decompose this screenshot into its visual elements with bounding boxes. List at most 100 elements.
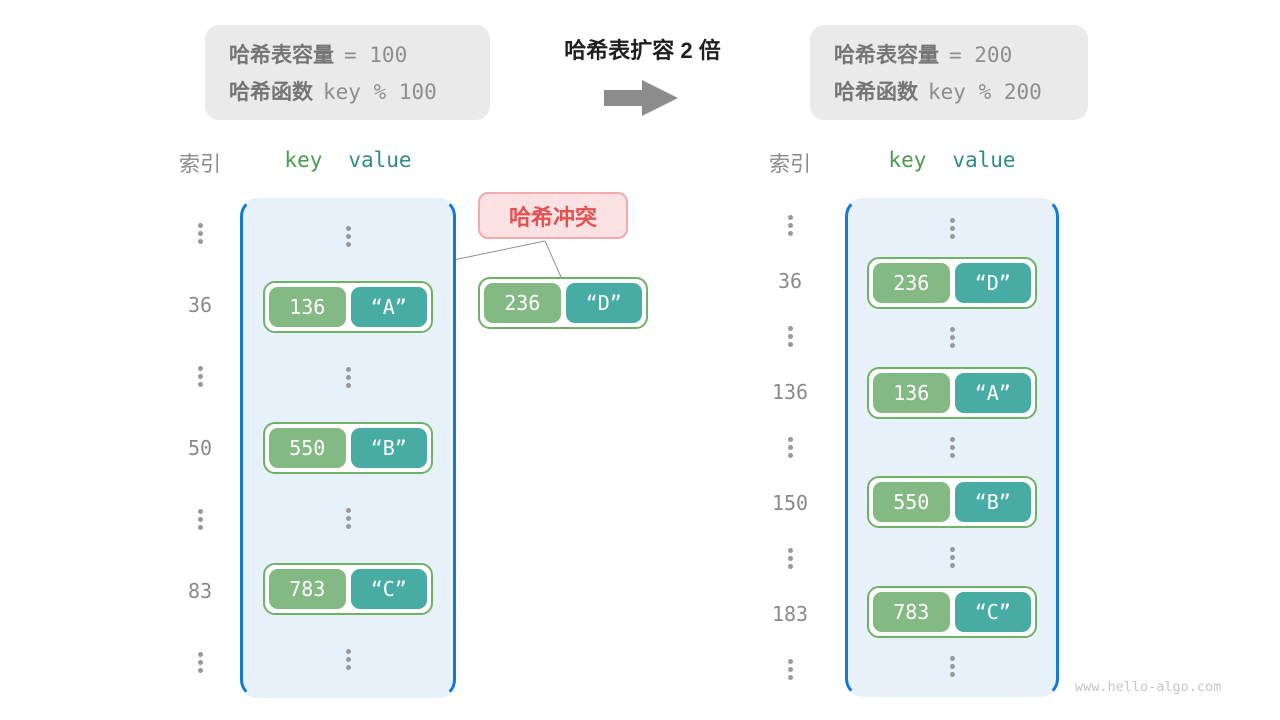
- key-value-pair: 136“A”: [867, 366, 1037, 419]
- pair-value: “C”: [350, 569, 427, 610]
- capacity-value: = 100: [344, 43, 408, 67]
- index-row: [758, 642, 822, 697]
- value-header: value: [348, 148, 412, 172]
- table-row: [848, 311, 1056, 366]
- key-value-pair: 550“B”: [867, 476, 1037, 529]
- pair-value: “D”: [565, 283, 642, 323]
- hash-fn-value: key % 100: [323, 80, 437, 104]
- vertical-ellipsis-icon: [949, 217, 955, 239]
- pair-value: “B”: [954, 482, 1031, 523]
- key-header: key: [888, 148, 927, 172]
- pair-key: 236: [873, 263, 950, 304]
- table-row: 550“B”: [848, 475, 1056, 530]
- vertical-ellipsis-icon: [197, 651, 203, 673]
- index-label: 36: [187, 293, 213, 318]
- hash-fn-label: 哈希函数: [834, 81, 918, 104]
- pair-key: 783: [269, 569, 346, 610]
- index-header-right: 索引: [769, 153, 811, 176]
- table-row: 550“B”: [243, 413, 453, 484]
- vertical-ellipsis-icon: [787, 326, 793, 348]
- vertical-ellipsis-icon: [197, 366, 203, 388]
- expand-title: 哈希表扩容 2 倍: [564, 38, 721, 63]
- table-row: [243, 201, 453, 272]
- index-row: [168, 198, 232, 269]
- table-row: 236“D”: [848, 256, 1056, 311]
- capacity-label: 哈希表容量: [229, 44, 334, 67]
- table-row: [243, 624, 453, 695]
- pair-value: “B”: [350, 428, 427, 469]
- capacity-line: 哈希表容量 = 100: [229, 39, 490, 69]
- index-label: 83: [187, 578, 213, 603]
- right-arrow-icon: [604, 80, 678, 116]
- hash-fn-label: 哈希函数: [229, 81, 313, 104]
- pair-key: 236: [484, 283, 561, 323]
- capacity-label: 哈希表容量: [834, 44, 939, 67]
- vertical-ellipsis-icon: [787, 547, 793, 569]
- index-row: 150: [758, 475, 822, 530]
- pair-key: 550: [873, 482, 950, 523]
- index-label: 183: [771, 601, 809, 626]
- table-row: 136“A”: [848, 365, 1056, 420]
- index-row: 36: [758, 253, 822, 308]
- index-row: [758, 309, 822, 364]
- table-row: [848, 530, 1056, 585]
- kv-header-left: key value: [240, 148, 456, 172]
- pair-key: 136: [873, 372, 950, 413]
- table-row: [848, 420, 1056, 475]
- hash-fn-value: key % 200: [928, 80, 1042, 104]
- index-label: 136: [771, 380, 809, 405]
- index-row: [168, 627, 232, 698]
- index-row: 136: [758, 364, 822, 419]
- key-header: key: [284, 148, 323, 172]
- pair-value: “C”: [954, 591, 1031, 632]
- hash-table-left: 136“A” 550“B” 783“C”: [240, 198, 456, 698]
- pair-key: 783: [873, 591, 950, 632]
- key-value-pair: 136“A”: [263, 280, 433, 333]
- vertical-ellipsis-icon: [787, 215, 793, 237]
- capacity-line: 哈希表容量 = 200: [834, 39, 1088, 69]
- capacity-value: = 200: [949, 43, 1013, 67]
- table-row: 783“C”: [848, 584, 1056, 639]
- vertical-ellipsis-icon: [197, 508, 203, 530]
- vertical-ellipsis-icon: [345, 508, 351, 530]
- index-row: 83: [168, 555, 232, 626]
- vertical-ellipsis-icon: [949, 546, 955, 568]
- pair-value: “D”: [954, 263, 1031, 304]
- table-row: [848, 639, 1056, 694]
- info-box-after: 哈希表容量 = 200 哈希函数 key % 200: [810, 25, 1088, 120]
- pair-value: “A”: [954, 372, 1031, 413]
- index-row: [758, 531, 822, 586]
- table-row: 136“A”: [243, 272, 453, 343]
- vertical-ellipsis-icon: [949, 656, 955, 678]
- watermark: www.hello-algo.com: [1075, 679, 1222, 695]
- index-label: 50: [187, 435, 213, 460]
- index-label: 36: [777, 269, 803, 294]
- index-row: [758, 420, 822, 475]
- index-row: 183: [758, 586, 822, 641]
- value-header: value: [952, 148, 1016, 172]
- hash-table-right: 236“D” 136“A” 550“B” 783“C”: [845, 198, 1059, 697]
- vertical-ellipsis-icon: [949, 437, 955, 459]
- key-value-pair: 783“C”: [867, 585, 1037, 638]
- pair-key: 136: [269, 286, 346, 327]
- hash-fn-line: 哈希函数 key % 100: [229, 76, 490, 106]
- index-row: [168, 341, 232, 412]
- index-row: 36: [168, 269, 232, 340]
- key-value-pair: 783“C”: [263, 563, 433, 616]
- hash-fn-line: 哈希函数 key % 200: [834, 76, 1088, 106]
- vertical-ellipsis-icon: [787, 436, 793, 458]
- table-row: [848, 201, 1056, 256]
- key-value-pair: 550“B”: [263, 422, 433, 475]
- table-row: [243, 342, 453, 413]
- vertical-ellipsis-icon: [345, 366, 351, 388]
- collision-label: 哈希冲突: [478, 192, 628, 239]
- index-header-left: 索引: [179, 153, 221, 176]
- index-row: [758, 198, 822, 253]
- table-row: 783“C”: [243, 554, 453, 625]
- pair-value: “A”: [350, 286, 427, 327]
- key-value-pair: 236“D”: [867, 257, 1037, 310]
- vertical-ellipsis-icon: [345, 649, 351, 671]
- kv-header-right: key value: [845, 148, 1059, 172]
- index-label: 150: [771, 490, 809, 515]
- index-row: 50: [168, 412, 232, 483]
